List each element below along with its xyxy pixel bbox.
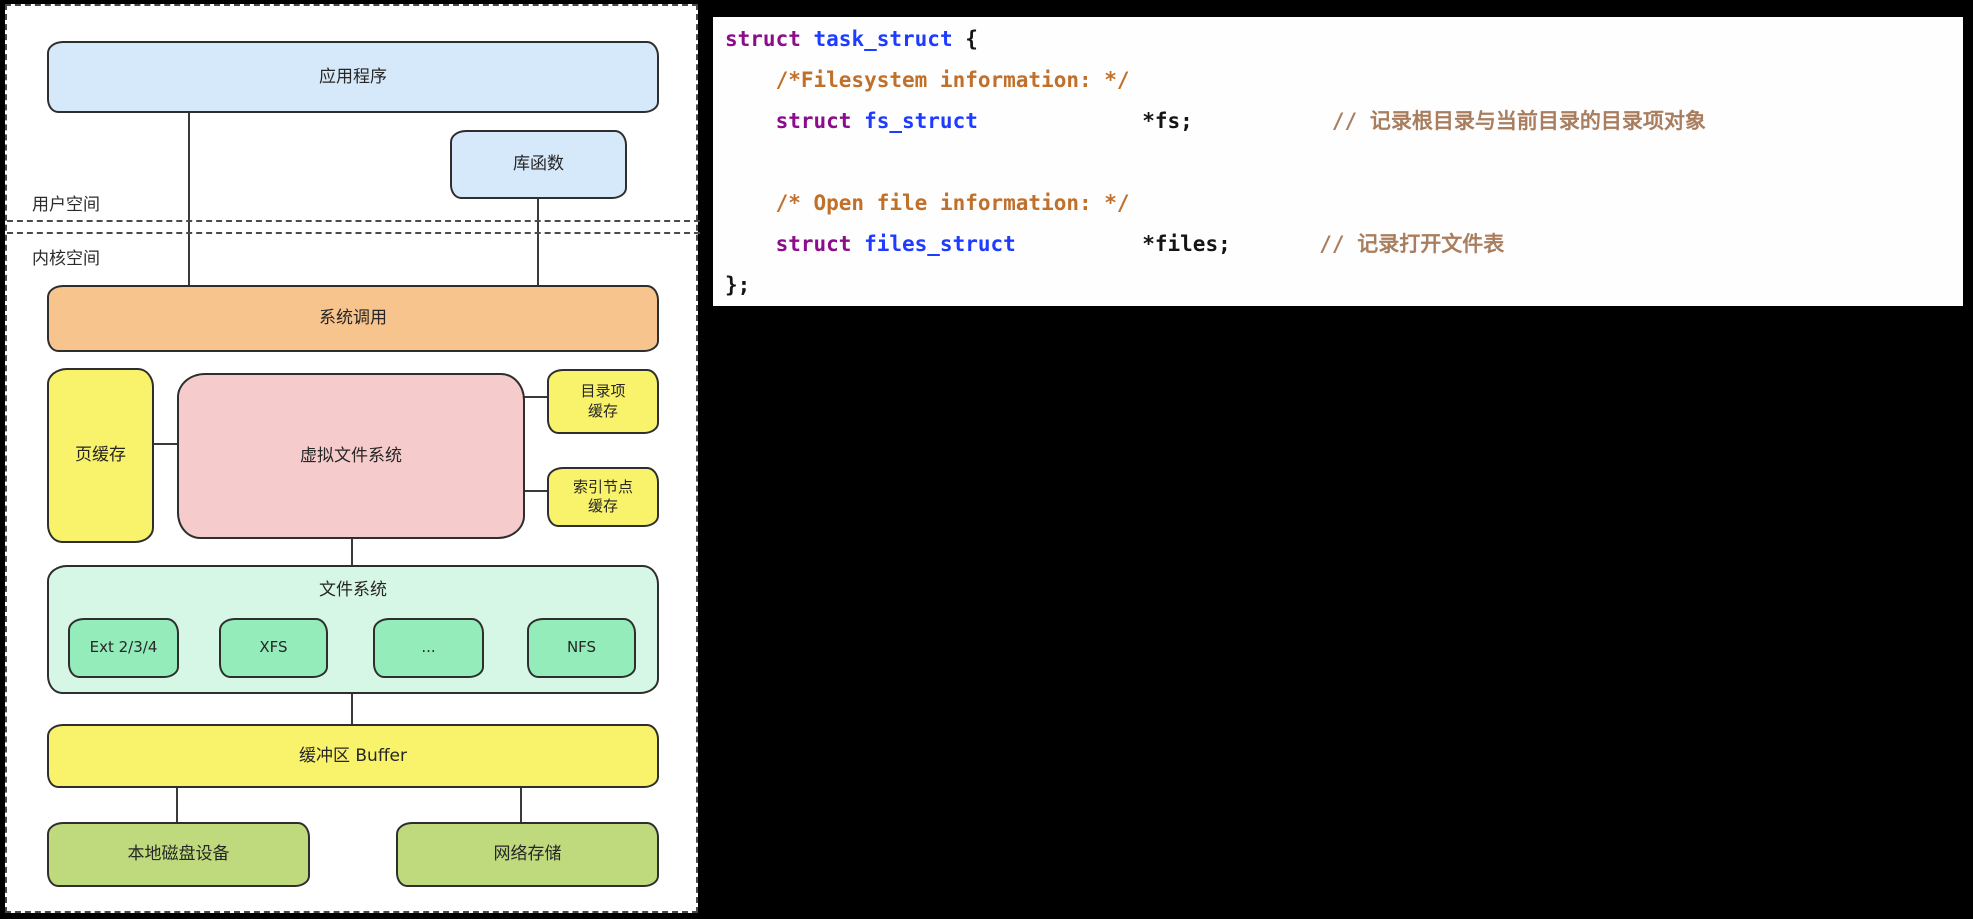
box-library-functions-label: 库函数 xyxy=(513,154,564,175)
box-nfs-label: NFS xyxy=(566,638,597,657)
box-dentry-cache-label-line2: 缓存 xyxy=(587,401,618,420)
box-other-filesystems: ... xyxy=(373,618,484,678)
code-keyword: struct xyxy=(725,232,865,256)
box-ext234: Ext 2/3/4 xyxy=(68,618,179,678)
code-block-comment: /*Filesystem information: */ xyxy=(725,68,1130,92)
connector-app-to-syscall xyxy=(188,113,190,285)
code-line-5: /* Open file information: */ xyxy=(725,183,1963,224)
connector-vfs-to-fs xyxy=(351,535,353,565)
code-line-1: struct task_struct { xyxy=(725,19,1963,60)
box-virtual-file-system-label: 虚拟文件系统 xyxy=(300,445,402,466)
box-ext234-label: Ext 2/3/4 xyxy=(89,638,158,657)
code-line-comment-files: // 记录打开文件表 xyxy=(1319,232,1505,256)
box-xfs-label: XFS xyxy=(259,638,288,657)
code-line-6: struct files_struct *files; // 记录打开文件表 xyxy=(725,224,1963,265)
connector-fs-to-buffer xyxy=(351,690,353,724)
box-dentry-cache-label-line1: 目录项 xyxy=(580,382,626,400)
code-type-name: task_struct xyxy=(813,27,966,51)
code-keyword: struct xyxy=(725,109,865,133)
box-application-label: 应用程序 xyxy=(319,66,387,87)
box-inode-cache: 索引节点 缓存 xyxy=(547,467,659,527)
code-keyword: struct xyxy=(725,27,814,51)
box-buffer: 缓冲区 Buffer xyxy=(47,724,659,788)
connector-lib-to-syscall xyxy=(537,199,539,285)
connector-buffer-to-localdisk xyxy=(176,784,178,822)
code-line-comment-fs: // 记录根目录与当前目录的目录项对象 xyxy=(1331,109,1706,133)
box-local-disk-label: 本地磁盘设备 xyxy=(127,844,230,865)
box-other-filesystems-label: ... xyxy=(421,638,436,657)
box-inode-cache-label-line2: 缓存 xyxy=(587,497,618,515)
connector-buffer-to-network xyxy=(520,784,522,822)
box-page-cache: 页缓存 xyxy=(47,368,154,543)
connector-pagecache-to-vfs xyxy=(154,443,177,445)
code-pointer-files: *files; xyxy=(1142,232,1231,256)
code-pointer-fs: *fs; xyxy=(1142,109,1193,133)
box-page-cache-label: 页缓存 xyxy=(75,445,126,466)
code-block-comment: /* Open file information: */ xyxy=(725,191,1130,215)
box-network-storage-label: 网络存储 xyxy=(493,844,562,865)
box-file-system-label: 文件系统 xyxy=(319,580,387,600)
box-virtual-file-system: 虚拟文件系统 xyxy=(177,373,525,539)
box-library-functions: 库函数 xyxy=(450,130,627,199)
user-space-label: 用户空间 xyxy=(32,195,100,215)
code-type-name: fs_struct xyxy=(864,109,978,133)
code-close-brace: }; xyxy=(725,273,751,297)
connector-vfs-to-inodecache xyxy=(520,490,547,492)
code-line-3: struct fs_struct *fs; // 记录根目录与当前目录的目录项对… xyxy=(725,101,1963,142)
box-inode-cache-label-line1: 索引节点 xyxy=(572,477,633,496)
code-line-2: /*Filesystem information: */ xyxy=(725,60,1963,101)
box-network-storage: 网络存储 xyxy=(396,822,659,887)
code-type-name: files_struct xyxy=(864,232,1016,256)
box-system-call: 系统调用 xyxy=(47,285,659,352)
kernel-space-label: 内核空间 xyxy=(32,249,100,269)
connector-vfs-to-dentrycache xyxy=(520,396,547,398)
code-line-4-blank xyxy=(725,142,1963,183)
box-nfs: NFS xyxy=(527,618,636,678)
filesystem-architecture-diagram: 用户空间 内核空间 应用程序 库函数 系统调用 页缓存 虚拟文件系统 目录项 缓… xyxy=(5,4,700,913)
box-dentry-cache: 目录项 缓存 xyxy=(547,369,659,434)
box-application: 应用程序 xyxy=(47,41,659,113)
box-xfs: XFS xyxy=(219,618,328,678)
userspace-boundary-line xyxy=(7,220,700,222)
box-buffer-label: 缓冲区 Buffer xyxy=(298,745,407,766)
code-line-7: }; xyxy=(725,265,1963,306)
code-snippet-panel: struct task_struct { /*Filesystem inform… xyxy=(713,17,1963,306)
box-local-disk: 本地磁盘设备 xyxy=(47,822,310,887)
code-open-brace: { xyxy=(965,27,978,51)
box-system-call-label: 系统调用 xyxy=(319,308,387,329)
kernelspace-boundary-line xyxy=(7,232,700,234)
